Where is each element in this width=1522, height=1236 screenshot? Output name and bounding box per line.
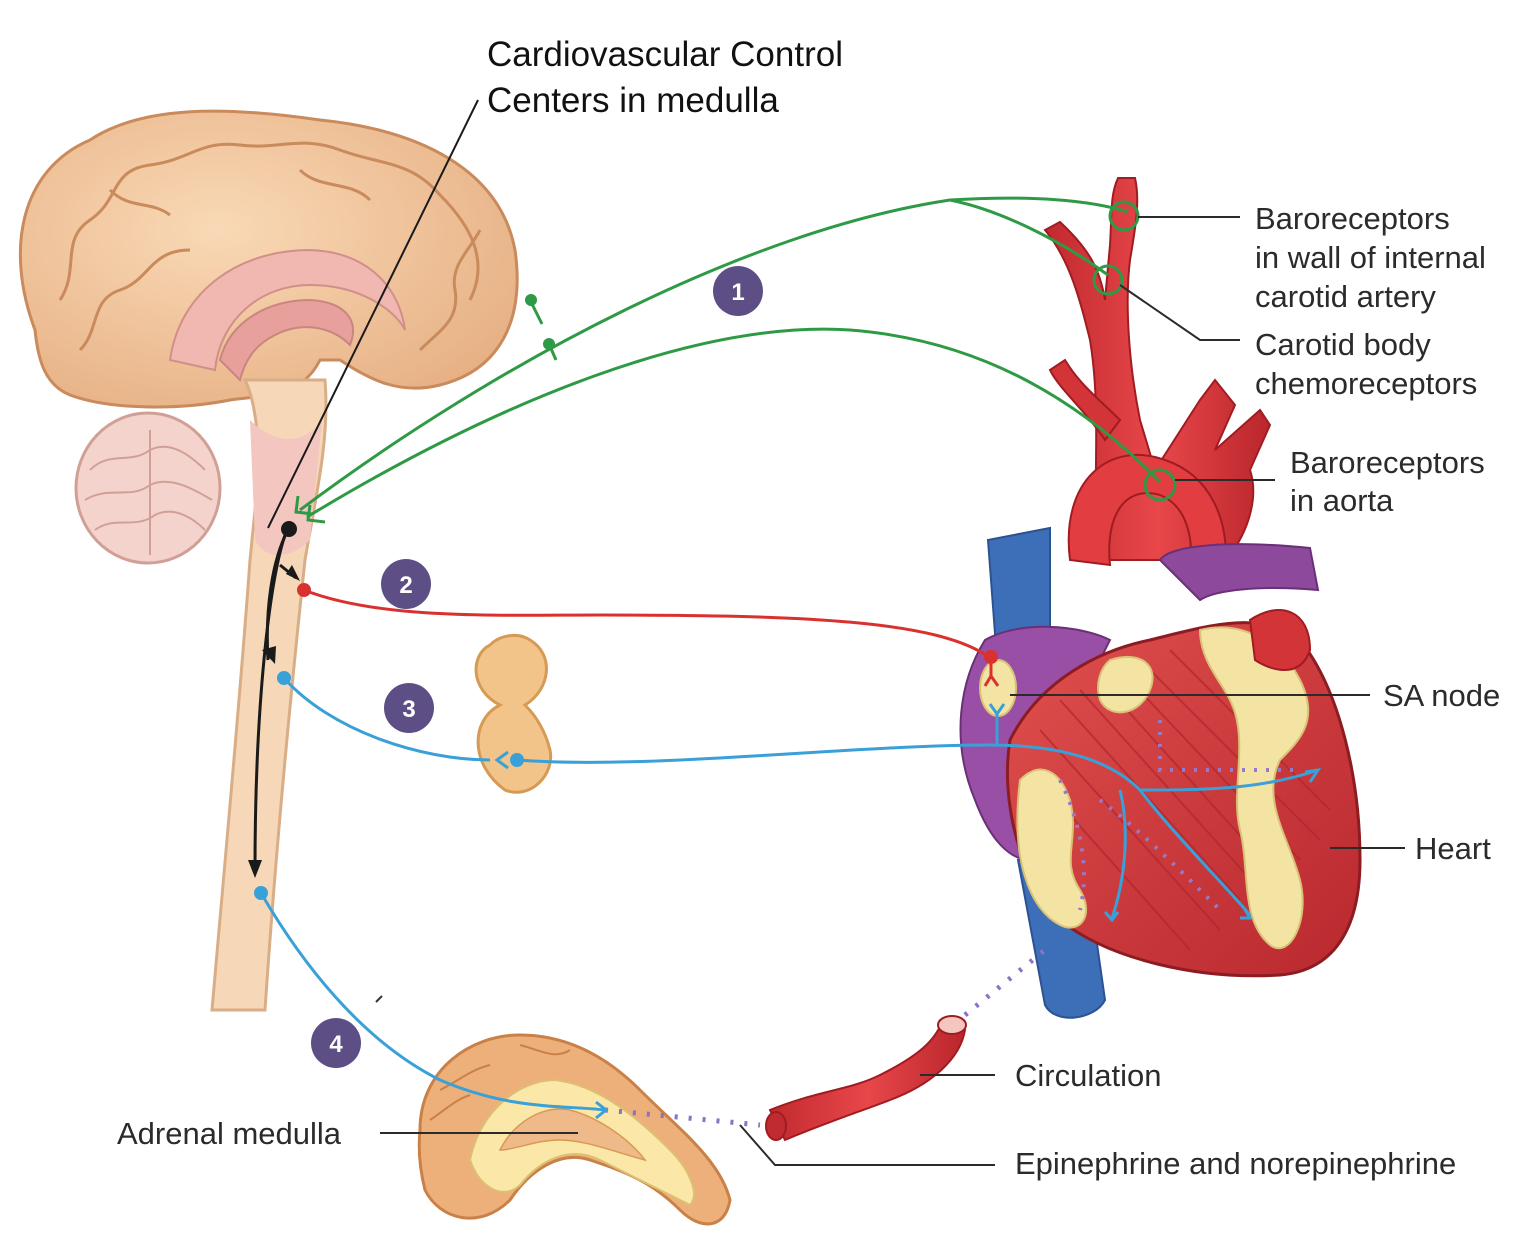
svg-text:1: 1	[731, 279, 744, 306]
step-badge-2: 2	[381, 559, 431, 609]
label-adrenal-medulla: Adrenal medulla	[117, 1116, 342, 1151]
medulla-pointer-line	[267, 99, 479, 529]
sympathetic-preganglionic-dot	[277, 671, 291, 685]
sa-node	[979, 659, 1017, 717]
label-chemoreceptors-2: chemoreceptors	[1255, 366, 1477, 401]
sensory-ganglion-1	[525, 294, 537, 306]
leader-lines	[380, 216, 1405, 1166]
label-baroreceptors-aorta-1: Baroreceptors	[1290, 445, 1485, 480]
title-line-2: Centers in medulla	[487, 81, 779, 120]
svg-text:3: 3	[402, 696, 415, 723]
circulation-vessel	[765, 1015, 967, 1142]
sympathetic-ganglion	[474, 633, 553, 794]
label-circulation: Circulation	[1015, 1058, 1161, 1093]
sensory-afferent-pathway	[294, 196, 1177, 524]
label-heart: Heart	[1415, 831, 1491, 866]
svg-text:4: 4	[329, 1031, 343, 1058]
sympathetic-cardiac-pathway	[282, 677, 1322, 923]
adrenal-nerve-dot	[254, 886, 268, 900]
cerebellum	[74, 411, 222, 565]
svg-text:2: 2	[399, 572, 412, 599]
adrenal-gland	[417, 1033, 732, 1226]
label-baroreceptors-carotid-2: in wall of internal	[1255, 240, 1486, 275]
step-badge-1: 1	[713, 266, 763, 316]
medulla-center-dot	[281, 521, 297, 537]
hormone-dotted-paths	[604, 948, 1047, 1128]
brainstem-spinal-cord	[210, 378, 328, 1012]
step-badge-4: 4	[311, 1018, 361, 1068]
title-line-1: Cardiovascular Control	[487, 35, 843, 74]
ganglion-synapse-dot	[510, 753, 524, 767]
sympathetic-adrenal-pathway	[259, 892, 609, 1120]
label-chemoreceptors-1: Carotid body	[1255, 327, 1431, 362]
medulla-internal-pathway	[248, 521, 300, 878]
label-epinephrine: Epinephrine and norepinephrine	[1015, 1146, 1456, 1181]
label-baroreceptors-carotid-3: carotid artery	[1255, 279, 1436, 314]
sensory-ganglion-2	[543, 338, 555, 350]
label-baroreceptors-aorta-2: in aorta	[1290, 483, 1394, 518]
brain	[18, 109, 519, 1012]
label-sa-node: SA node	[1383, 678, 1500, 713]
label-baroreceptors-carotid-1: Baroreceptors	[1255, 201, 1450, 236]
step-badge-3: 3	[384, 683, 434, 733]
parasympathetic-pathway	[297, 583, 1000, 687]
